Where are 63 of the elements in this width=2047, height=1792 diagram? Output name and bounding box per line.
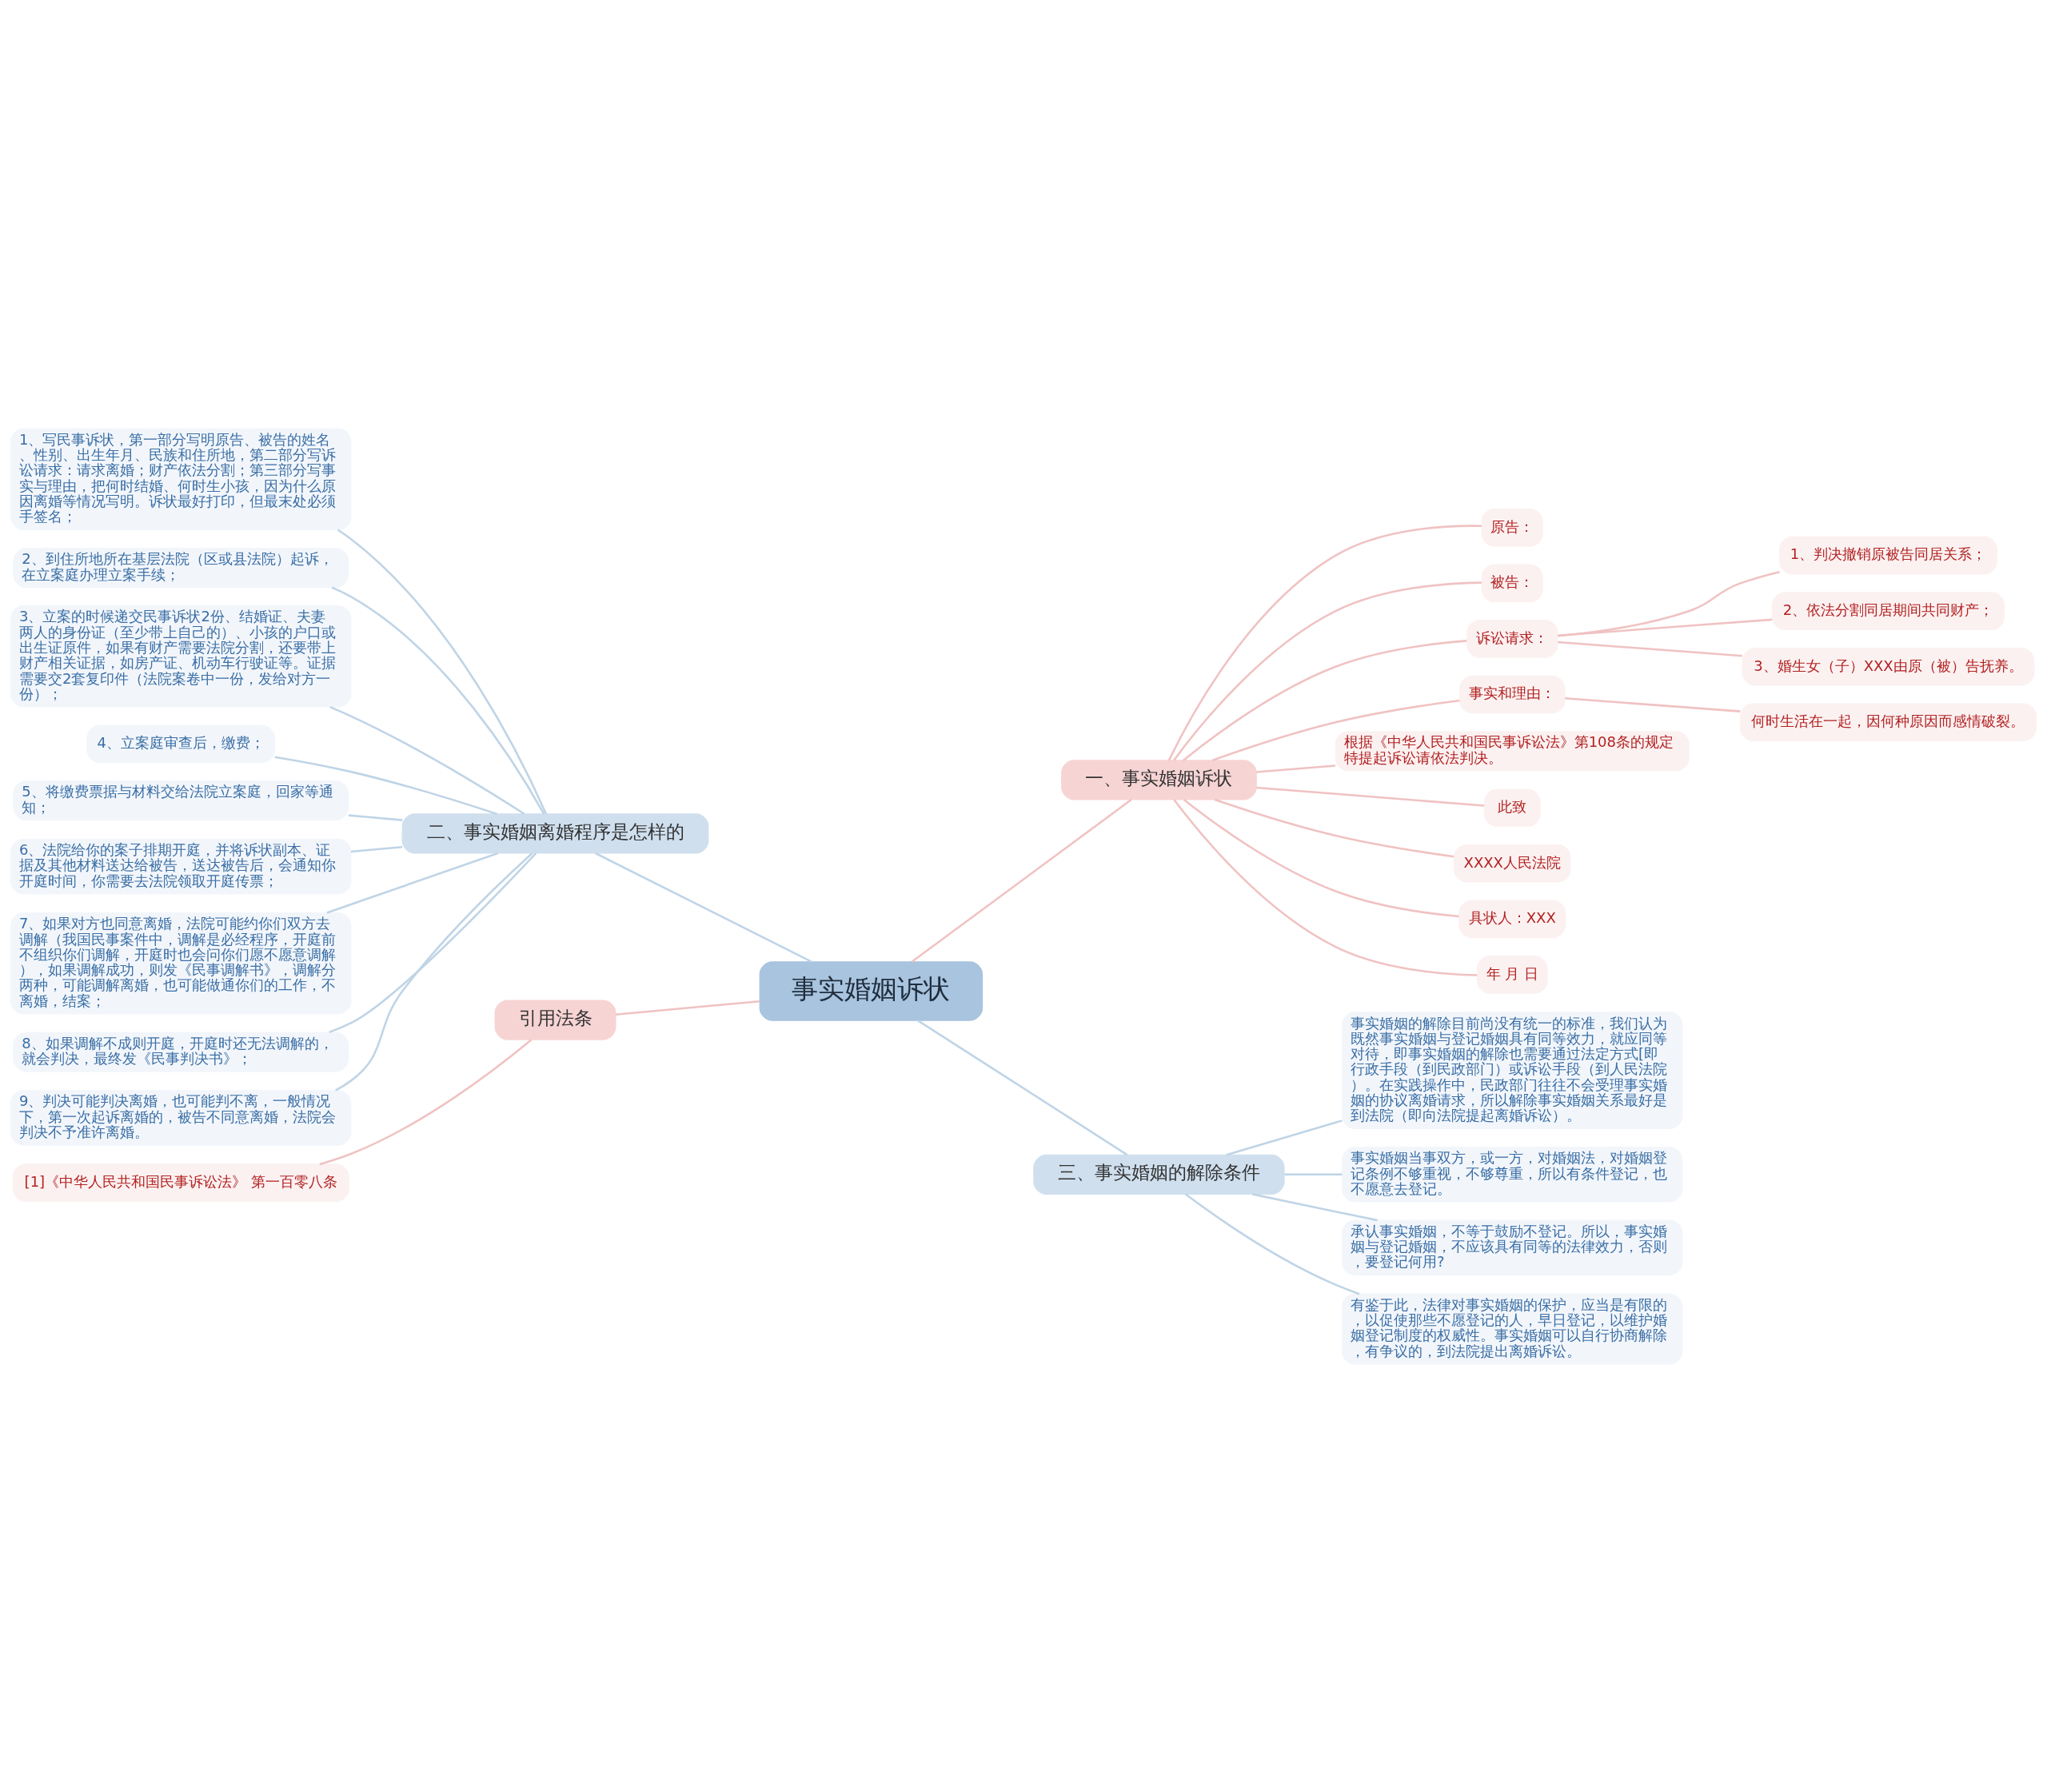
connector <box>1256 764 1336 773</box>
node-box: 8、如果调解不成则开庭，开庭时还无法调解的，就会判决，最终发《民事判决书》； <box>13 1031 349 1072</box>
node-box: 2、到住所地所在基层法院（区或县法院）起诉，在立案庭办理立案手续； <box>13 547 349 588</box>
node-box: 事实婚姻当事双方，或一方，对婚姻法，对婚姻登记条例不够重视，不够尊重，所以有条件登记，也不愿意去登记。 <box>1342 1146 1683 1203</box>
node-box: 2、依法分割同居期间共同财产； <box>1771 591 2005 630</box>
connector <box>595 852 812 963</box>
connector <box>1172 581 1482 761</box>
node-box: 年 月 日 <box>1476 955 1548 994</box>
node-box: 5、将缴费票据与材料交给法院立案庭，回家等通知； <box>13 780 349 820</box>
connector <box>1226 1119 1343 1155</box>
connector <box>911 798 1132 963</box>
node-box: 事实婚姻诉状 <box>759 960 984 1021</box>
connector <box>1185 1192 1360 1295</box>
node-box: 3、立案的时候递交民事诉状2份、结婚证、夫妻两人的身份证（至少带上自己的）、小孩的户口或出生证原件，如果有财产需要法院分割，还要带上财产相关证据，如房产证、机动车行驶证等。证据需要交2套复印件（法院案卷中一份，发给对方一份）； <box>10 605 352 708</box>
connector <box>1557 641 1742 657</box>
connector <box>1284 1173 1343 1175</box>
connector <box>1557 618 1773 637</box>
node-box: 根据《中华人民共和国民事诉讼法》第108条的规定特提起诉讼请依法判决。 <box>1335 730 1690 771</box>
node-box: 4、立案庭审查后，缴费； <box>86 724 276 763</box>
connector <box>1183 798 1459 917</box>
node-box: 7、如果对方也同意离婚，法院可能约你们双方去调解（我国民事案件中，调解是必经程序，开庭前不组织你们调解，开庭时也会问你们愿不愿意调解），如果调解成功，则发《民事调解书》，调解分两种，可能调解离婚，也可能做通你们的工作，不离婚，结案； <box>10 912 352 1014</box>
connector <box>319 1038 533 1165</box>
node-box: 1、写民事诉状，第一部分写明原告、被告的姓名、性别、出生年月、民族和住所地，第二部分写诉讼请求：请求离婚；财产依法分割；第三部分写事实与理由，把何时结婚、何时生小孩，因为什么原因离婚等情况写明。诉状最好打印，但最末处必须手签名； <box>10 428 352 530</box>
node-box: 3、婚生女（子）XXX由原（被）告抚养。 <box>1742 647 2035 686</box>
connector <box>917 1019 1128 1155</box>
node-box: 何时生活在一起，因何种原因而感情破裂。 <box>1739 702 2037 741</box>
node-box: 原告： <box>1481 508 1543 547</box>
connector <box>1182 639 1467 761</box>
connector <box>337 528 548 814</box>
node-box: 事实和理由： <box>1458 675 1566 713</box>
node-box: 6、法院给你的案子排期开庭，并将诉状副本、证据及其他材料送达给被告，送达被告后，会通知你开庭时间，你需要去法院领取开庭传票； <box>10 838 352 894</box>
node-box: 承认事实婚姻，不等于鼓励不登记。所以，事实婚姻与登记婚姻，不应该具有同等的法律效力，否则，要登记何用? <box>1342 1219 1683 1275</box>
node-box: 有鉴于此，法律对事实婚姻的保护，应当是有限的，以促使那些不愿登记的人，早日登记，以维护婚姻登记制度的权威性。事实婚姻可以自行协商解除，有争议的，到法院提出离婚诉讼。 <box>1342 1293 1683 1364</box>
connector <box>1256 786 1485 807</box>
connector <box>1214 798 1454 857</box>
node-box: [1]《中华人民共和国民事诉讼法》 第一百零八条 <box>12 1163 349 1202</box>
node-box: 二、事实婚姻离婚程序是怎样的 <box>401 812 709 854</box>
connector <box>335 852 533 1092</box>
connector <box>329 852 537 1033</box>
connector <box>1558 570 1780 637</box>
connector <box>329 705 525 815</box>
connector <box>350 845 403 852</box>
node-box: 9、判决可能判决离婚，也可能判不离，一般情况下，第一次起诉离婚的，被告不同意离婚，法院会判决不予准许离婚。 <box>10 1089 352 1146</box>
connector <box>274 755 497 815</box>
connector <box>1211 699 1460 761</box>
connector <box>615 1000 760 1016</box>
connector <box>348 813 403 821</box>
connector <box>1173 798 1478 976</box>
connector <box>1252 1192 1378 1221</box>
node-box: XXXX人民法院 <box>1453 844 1571 883</box>
node-box: 此致 <box>1483 788 1541 827</box>
node-box: 诉讼请求： <box>1466 619 1558 658</box>
node-box: 被告： <box>1481 564 1543 602</box>
connector <box>326 852 499 914</box>
node-box: 1、判决撤销原被告同居关系； <box>1778 536 1997 574</box>
connector <box>1564 696 1741 712</box>
node-box: 三、事实婚姻的解除条件 <box>1033 1154 1285 1195</box>
node-box: 具状人：XXX <box>1458 900 1566 938</box>
node-box: 引用法条 <box>494 999 616 1040</box>
connector <box>1167 524 1482 760</box>
connector <box>331 585 545 814</box>
node-box: 事实婚姻的解除目前尚没有统一的标准，我们认为既然事实婚姻与登记婚姻具有同等效力，就应同等对待，即事实婚姻的解除也需要通过法定方式[即行政手段（到民政部门）或诉讼手段（到人民法院）。在实践操作中，民政部门往往不会受理事实婚姻的协议离婚请求，所以解除事实婚姻关系最好是到法院（即向法院提起离婚诉讼）。 <box>1342 1011 1683 1129</box>
node-box: 一、事实婚姻诉状 <box>1061 759 1257 800</box>
